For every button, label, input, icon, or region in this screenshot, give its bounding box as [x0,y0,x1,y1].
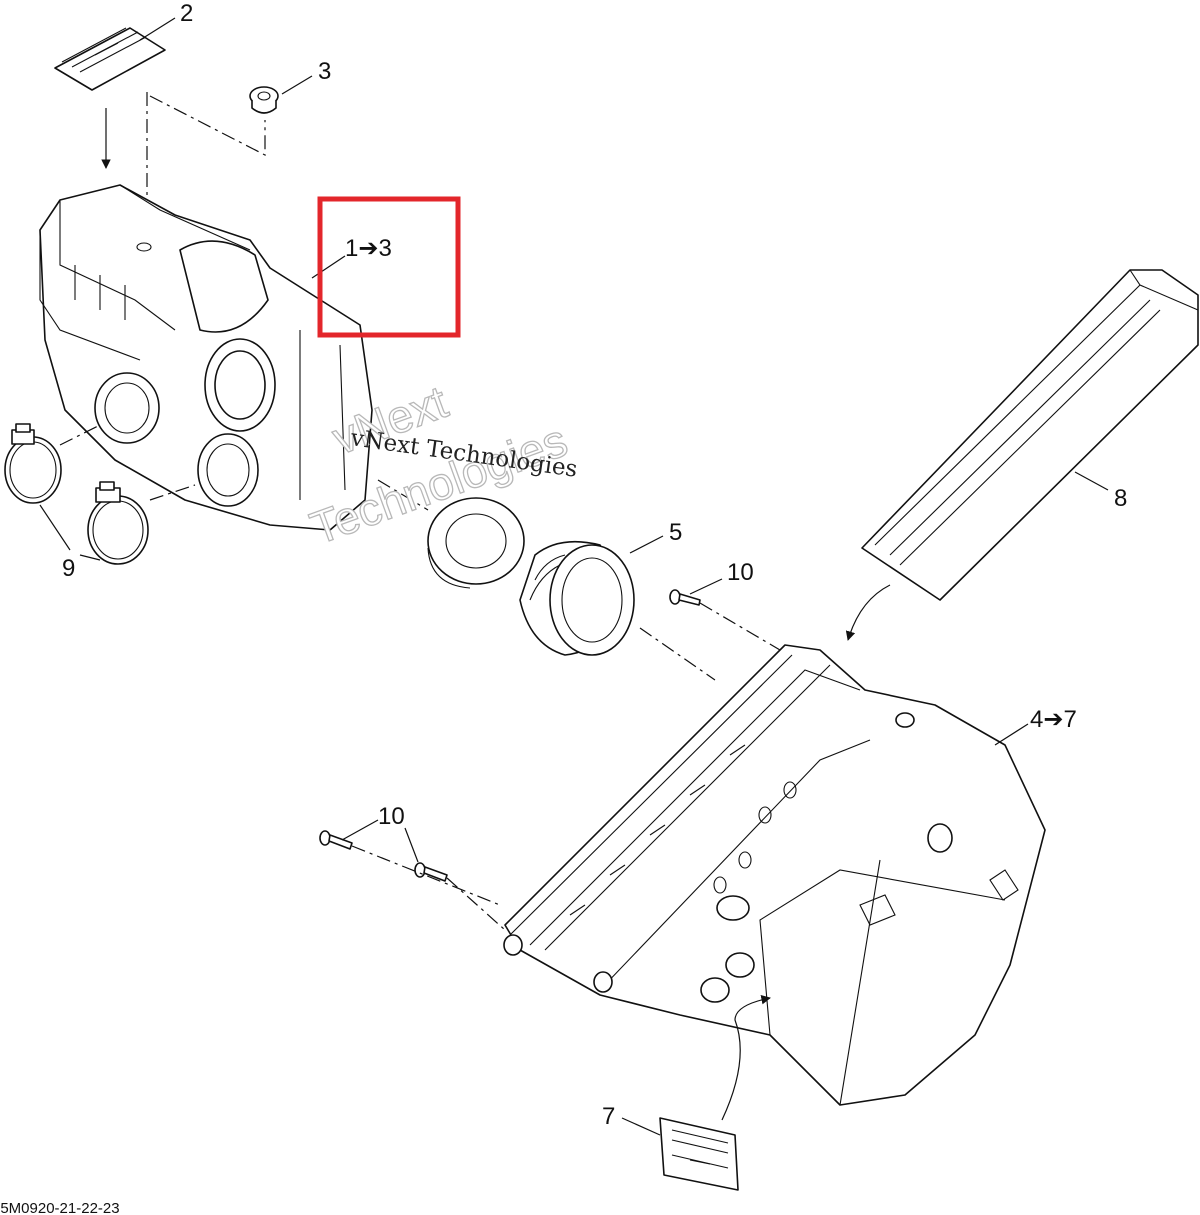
hose-clamp-right [87,481,149,565]
leader-5 [629,535,664,554]
callout-8: 8 [1114,485,1127,512]
callout-10-lower: 10 [378,803,405,830]
bolt-upper [669,589,701,606]
label-sticker-bottom [659,1117,739,1191]
leader-8 [1074,471,1109,491]
long-cover [861,269,1199,601]
assembly-line-center [377,479,716,681]
callout-1-3: 1➔3 [345,235,392,262]
leader-1 [311,255,346,279]
assembly-line-bolt-upper [699,602,781,651]
leader-10-lower-a [341,819,379,841]
intake-silencer-base [503,644,1046,1106]
leader-3 [281,75,313,95]
assembly-line-clamps [59,424,196,501]
assembly-arrow-sticker-bottom [721,994,771,1121]
grommet [249,86,279,114]
callout-9: 9 [62,555,75,582]
assembly-arrow-cover [845,584,891,641]
ring-gasket [427,497,525,589]
callout-4-7: 4➔7 [1030,706,1077,733]
callout-3: 3 [318,58,331,85]
leader-9-a [39,504,71,551]
hose-clamp-left [4,423,62,504]
leader-7 [621,1117,661,1136]
bolt-lower-2 [414,862,448,882]
leader-10-upper [689,578,723,595]
assembly-line-bolts-lower [351,845,506,931]
highlight-box [317,196,461,338]
callout-5: 5 [669,519,682,546]
leader-2 [139,17,176,41]
callout-2: 2 [180,0,193,27]
bellows-adapter [519,540,635,656]
diagram-part-number: 35M0920-21-22-23 [0,1200,120,1215]
callout-10-upper: 10 [727,559,754,586]
leader-4 [994,723,1029,746]
bolt-lower-1 [319,830,353,850]
leader-10-lower-b [404,827,419,863]
label-sticker-top [54,27,166,91]
airbox-housing [39,184,373,531]
callout-7: 7 [602,1103,615,1130]
leader-9-b [79,554,101,561]
